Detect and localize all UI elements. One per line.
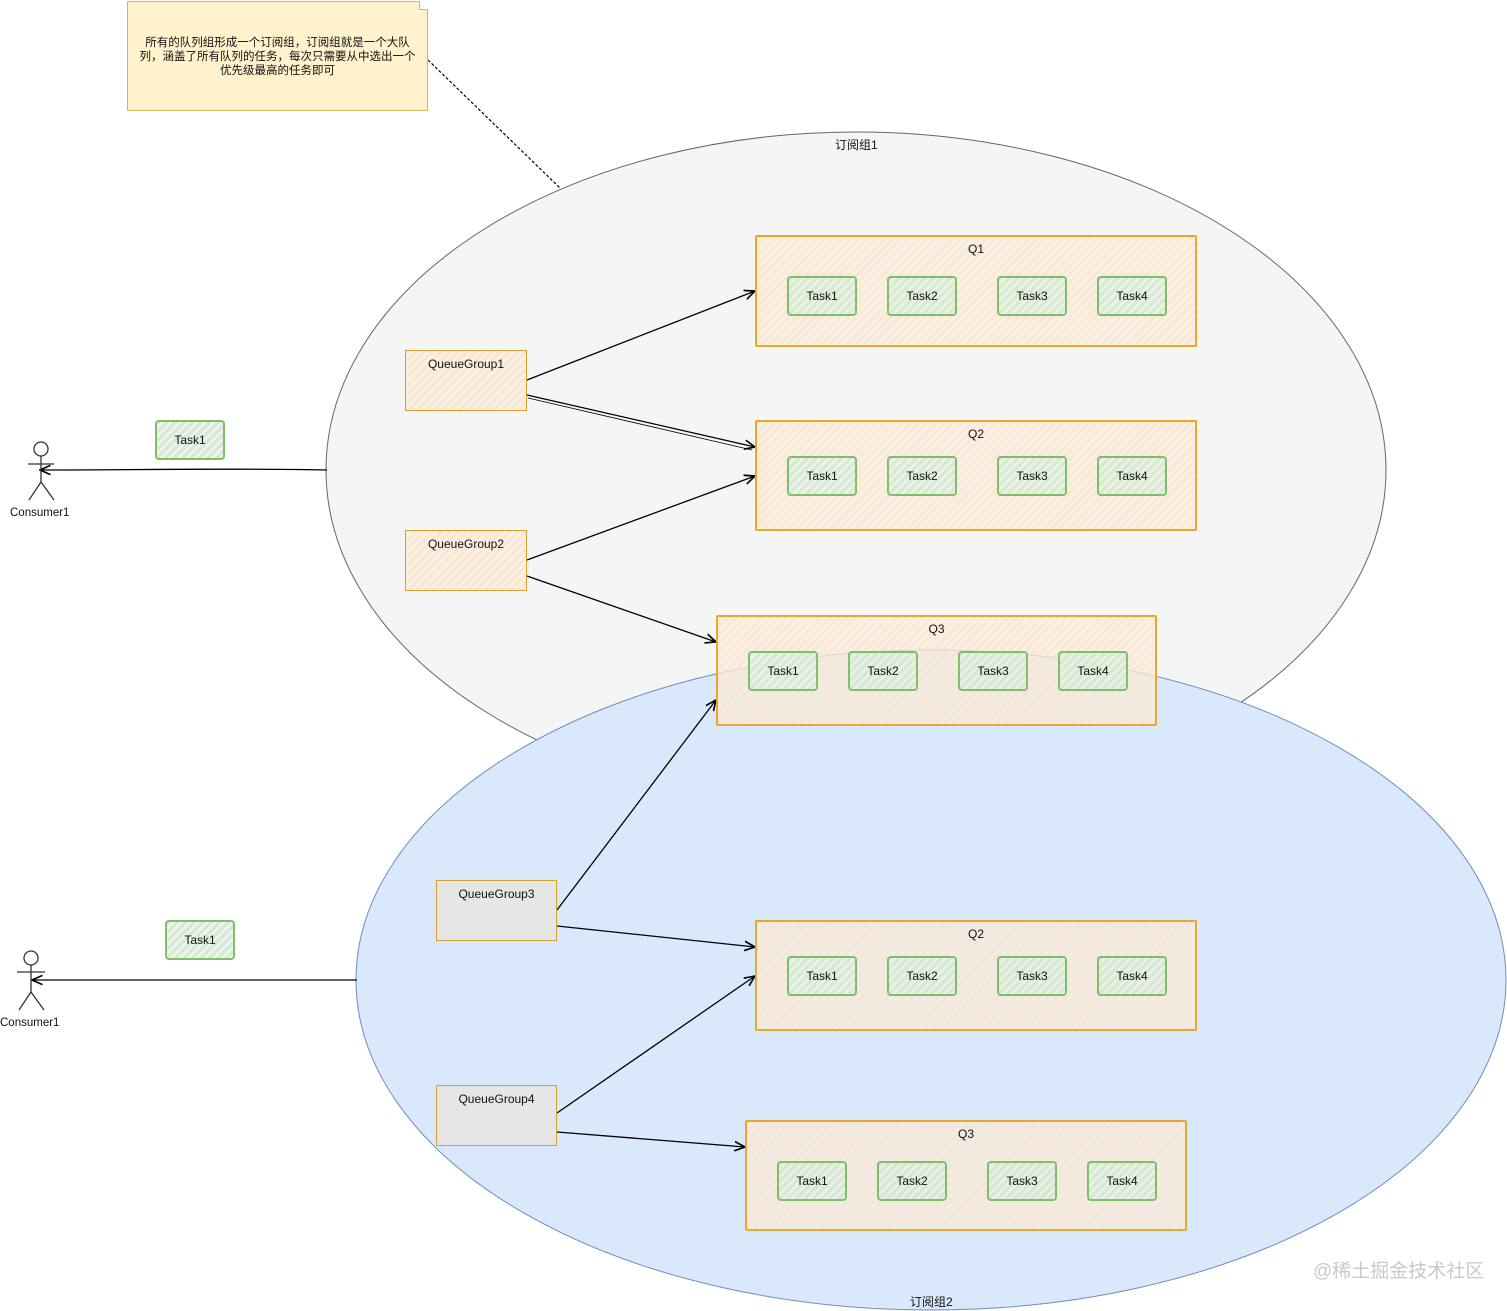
task-card[interactable]: Task4 [1097,456,1167,496]
task-card[interactable]: Task3 [997,956,1067,996]
task-card[interactable]: Task2 [887,456,957,496]
task-card[interactable]: Task2 [887,276,957,316]
task-card[interactable]: Task2 [887,956,957,996]
task-card[interactable]: Task3 [997,456,1067,496]
arrow-group2-q2 [526,476,755,561]
arrow-group3-q2b [556,925,755,947]
queue-q2-label: Q2 [967,427,984,441]
queue-group-1[interactable]: QueueGroup1 [405,350,527,411]
queue-group-2[interactable]: QueueGroup2 [405,530,527,591]
queue-q3-shared[interactable]: Q3 Task1 Task2 Task3 Task4 [716,615,1157,726]
subscription-group-2-label: 订阅组2 [910,1295,953,1309]
task-card[interactable]: Task2 [877,1161,947,1201]
consumed-task-2[interactable]: Task1 [165,920,235,960]
queue-q2[interactable]: Q2 Task1 Task2 Task3 Task4 [755,420,1197,531]
subscription-group-1-label: 订阅组1 [835,138,878,152]
queue-q2-group2-label: Q2 [967,927,984,941]
consumed-task-1[interactable]: Task1 [155,420,225,460]
arrow-group3-q3 [556,700,716,911]
queue-group-4[interactable]: QueueGroup4 [436,1085,557,1146]
task-card[interactable]: Task4 [1087,1161,1157,1201]
task-card[interactable]: Task4 [1097,276,1167,316]
queue-q1-label: Q1 [967,242,984,256]
note-connector [427,59,561,189]
arrow-group4-q3b [556,1131,745,1147]
consumer-2-label: Consumer1 [0,1017,60,1029]
queue-group-1-label: QueueGroup1 [427,357,505,371]
queue-q3-label: Q3 [928,622,945,636]
consumer-1-label: Consumer1 [10,507,70,519]
consumer-2-figure [17,950,45,1011]
arrow-group4-q2b [556,976,755,1114]
task-card[interactable]: Task4 [1058,651,1128,691]
queue-q2-group2[interactable]: Q2 Task1 Task2 Task3 Task4 [755,920,1197,1031]
queue-group-3-label: QueueGroup3 [458,887,535,901]
arrow-group1-q1 [526,291,755,381]
task-card[interactable]: Task2 [848,651,918,691]
annotation-note-text: 所有的队列组形成一个订阅组，订阅组就是一个大队列，涵盖了所有队列的任务，每次只需… [139,37,416,77]
queue-q1[interactable]: Q1 Task1 Task2 Task3 Task4 [755,235,1197,347]
task-card[interactable]: Task3 [987,1161,1057,1201]
task-card[interactable]: Task3 [958,651,1028,691]
task-card[interactable]: Task1 [787,276,857,316]
consumer-1-figure [28,441,55,501]
task-card[interactable]: Task1 [787,956,857,996]
task-card[interactable]: Task1 [787,456,857,496]
task-card[interactable]: Task4 [1097,956,1167,996]
queue-q3-group2[interactable]: Q3 Task1 Task2 Task3 Task4 [745,1120,1187,1231]
task-card[interactable]: Task1 [777,1161,847,1201]
queue-group-4-label: QueueGroup4 [458,1092,535,1106]
task-card[interactable]: Task1 [748,651,818,691]
arrow-group1-q2 [526,394,755,447]
queue-group-2-label: QueueGroup2 [427,537,505,551]
task-card[interactable]: Task3 [997,276,1067,316]
annotation-note: 所有的队列组形成一个订阅组，订阅组就是一个大队列，涵盖了所有队列的任务，每次只需… [127,1,428,111]
queue-group-3[interactable]: QueueGroup3 [436,880,557,941]
arrow-to-consumer-1 [40,469,328,470]
arrow-group2-q3 [526,575,716,642]
watermark-text: @稀土掘金技术社区 [1313,1261,1485,1282]
queue-q3-group2-label: Q3 [957,1127,974,1141]
